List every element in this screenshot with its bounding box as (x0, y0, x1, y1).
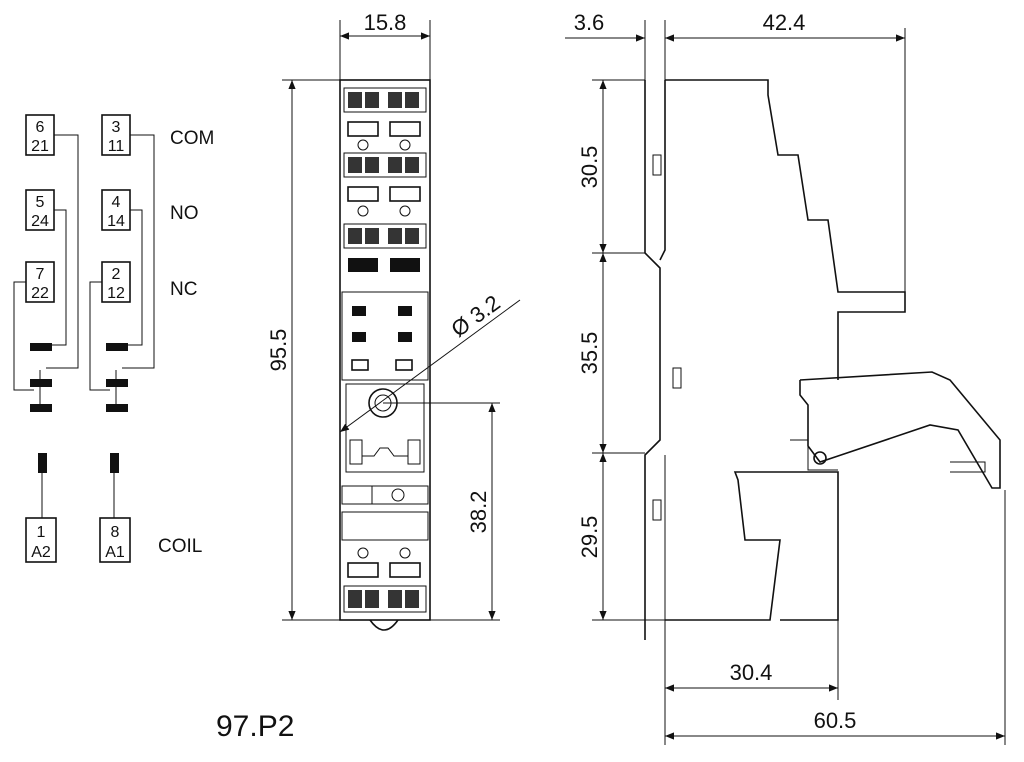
terminal-8-A1: 8 A1 (99, 517, 131, 563)
label-nc: NC (170, 279, 197, 300)
dim-front-height: 95.5 (266, 329, 291, 372)
svg-text:22: 22 (31, 285, 49, 302)
svg-text:12: 12 (107, 285, 125, 302)
svg-text:5: 5 (36, 194, 45, 211)
dim-total-width: 60.5 (814, 708, 857, 733)
terminal-7-22: 7 22 (25, 261, 55, 303)
dim-seg-top: 30.5 (577, 146, 602, 189)
svg-text:11: 11 (108, 138, 125, 155)
terminal-block-top (343, 87, 427, 272)
terminal-3-11: 3 11 (101, 114, 131, 156)
front-dimensions: 15.8 95.5 38.2 Ø 3.2 (266, 10, 521, 621)
svg-text:1: 1 (37, 524, 46, 541)
svg-text:14: 14 (107, 213, 125, 230)
dim-base-width: 30.4 (730, 660, 773, 685)
terminal-4-14: 4 14 (101, 189, 131, 231)
svg-text:8: 8 (111, 524, 120, 541)
terminal-1-A2: 1 A2 (25, 517, 57, 563)
dim-side-top-width: 42.4 (763, 10, 806, 35)
svg-text:7: 7 (36, 266, 45, 283)
side-dimensions: 3.6 42.4 30.5 35.5 29.5 30.4 60.5 (565, 10, 1005, 745)
svg-text:4: 4 (112, 194, 121, 211)
dim-hole-height: 38.2 (466, 491, 491, 534)
contact-schematic: 6 21 3 11 5 24 4 14 7 22 2 12 (13, 114, 214, 563)
model-label: 97.P2 (216, 710, 294, 743)
label-no: NO (170, 203, 199, 224)
side-view (644, 79, 1006, 745)
svg-text:6: 6 (36, 119, 45, 136)
svg-text:A2: A2 (31, 544, 51, 561)
label-com: COM (170, 128, 214, 149)
front-view (339, 79, 431, 631)
svg-text:24: 24 (31, 213, 49, 230)
svg-text:3: 3 (112, 119, 121, 136)
svg-text:21: 21 (31, 138, 49, 155)
dim-side-offset: 3.6 (574, 10, 605, 35)
dim-seg-mid: 35.5 (577, 332, 602, 375)
dim-hole-diameter: Ø 3.2 (446, 290, 504, 342)
dim-front-width: 15.8 (364, 10, 407, 35)
terminal-2-12: 2 12 (101, 261, 131, 303)
dim-seg-bottom: 29.5 (577, 516, 602, 559)
terminal-6-21: 6 21 (25, 114, 55, 156)
svg-text:2: 2 (112, 266, 121, 283)
terminal-5-24: 5 24 (25, 189, 55, 231)
label-coil: COIL (158, 536, 202, 557)
svg-text:A1: A1 (105, 544, 125, 561)
